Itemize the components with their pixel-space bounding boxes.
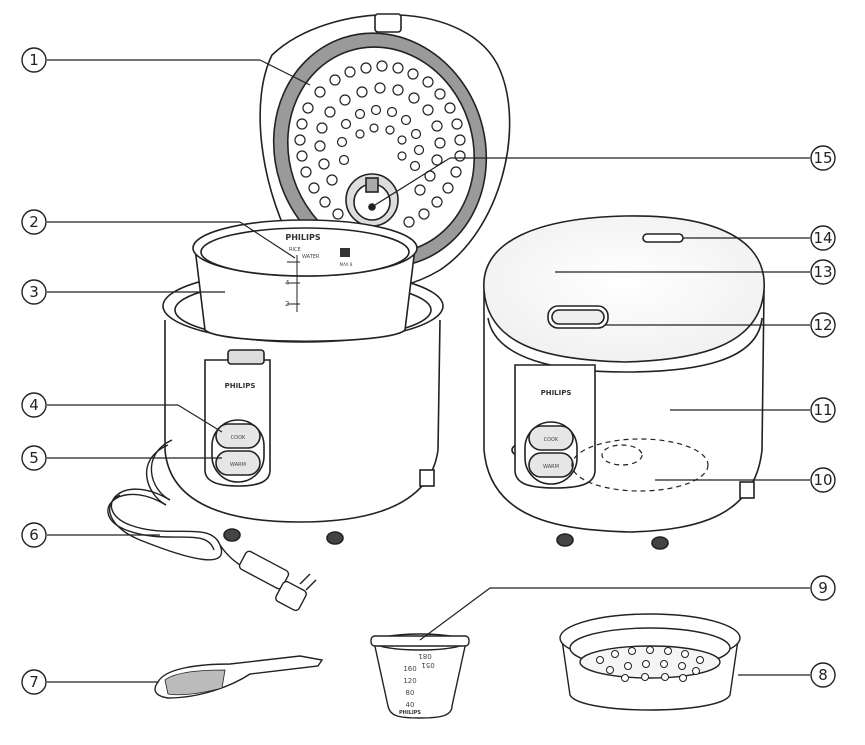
- callout-5: 5: [21, 445, 47, 471]
- callout-lines: [47, 59, 810, 683]
- cup-mark-120: 120: [403, 677, 416, 685]
- left-warm-label: WARM: [230, 462, 246, 468]
- cup-icon: [340, 248, 350, 257]
- scale-water-label: WATER: [302, 254, 320, 260]
- inner-pot-brand: PHILIPS: [285, 233, 320, 242]
- callout-14-number: 14: [813, 229, 832, 247]
- cup-mark-160: 160: [403, 665, 416, 673]
- callout-15: 15: [810, 145, 836, 171]
- callout-6: 6: [21, 522, 47, 548]
- callout-13-number: 13: [813, 263, 832, 281]
- steam-holes: [294, 60, 466, 228]
- max-label: MAX 8: [340, 262, 353, 267]
- closed-rice-cooker: [419, 215, 765, 550]
- callout-5-number: 5: [29, 449, 39, 467]
- steamer-basket: [559, 613, 741, 711]
- right-warm-label: WARM: [543, 464, 559, 470]
- callout-7-number: 7: [29, 673, 39, 691]
- cup-mark-mirrored-1: 081: [418, 652, 431, 660]
- left-panel-brand: PHILIPS: [225, 382, 256, 390]
- callout-3: 3: [21, 279, 47, 305]
- cup-mark-80: 80: [406, 689, 415, 697]
- power-cord: [107, 439, 317, 612]
- scale-mark-2: 2: [285, 300, 289, 308]
- heating-element: [571, 438, 709, 492]
- callout-1-number: 1: [29, 51, 39, 69]
- callout-1: 1: [21, 47, 47, 73]
- callout-2-number: 2: [29, 213, 39, 231]
- right-panel-brand: PHILIPS: [541, 389, 572, 397]
- scale-mark-4: 4: [285, 279, 290, 287]
- callout-8-number: 8: [818, 666, 828, 684]
- callout-12: 12: [810, 312, 836, 338]
- scale-rice-label: RICE: [289, 247, 301, 253]
- cup-mark-mirrored-2: 051: [421, 661, 434, 669]
- callout-2: 2: [21, 209, 47, 235]
- callout-7: 7: [21, 669, 47, 695]
- left-cook-label: COOK: [231, 435, 246, 441]
- callout-9-number: 9: [818, 579, 828, 597]
- cup-mark-40: 40: [406, 701, 415, 709]
- callout-4-number: 4: [29, 396, 39, 414]
- cup-brand: PHILIPS: [399, 710, 421, 716]
- callout-9: 9: [810, 575, 836, 601]
- measuring-cup: [370, 633, 470, 719]
- callout-11-number: 11: [813, 401, 832, 419]
- callout-8: 8: [810, 662, 836, 688]
- steam-vent: [345, 173, 399, 227]
- open-rice-cooker: [107, 13, 511, 612]
- callout-13: 13: [810, 259, 836, 285]
- callout-4: 4: [21, 392, 47, 418]
- callout-6-number: 6: [29, 526, 39, 544]
- callout-12-number: 12: [813, 316, 832, 334]
- steamer-holes: [596, 646, 704, 682]
- callout-11: 11: [810, 397, 836, 423]
- callout-15-number: 15: [813, 149, 832, 167]
- callout-10-number: 10: [813, 471, 832, 489]
- callout-14: 14: [810, 225, 836, 251]
- callout-10: 10: [810, 467, 836, 493]
- inner-pot: [192, 219, 418, 342]
- rice-spatula: [154, 655, 324, 699]
- right-cook-label: COOK: [544, 437, 559, 443]
- callout-3-number: 3: [29, 283, 39, 301]
